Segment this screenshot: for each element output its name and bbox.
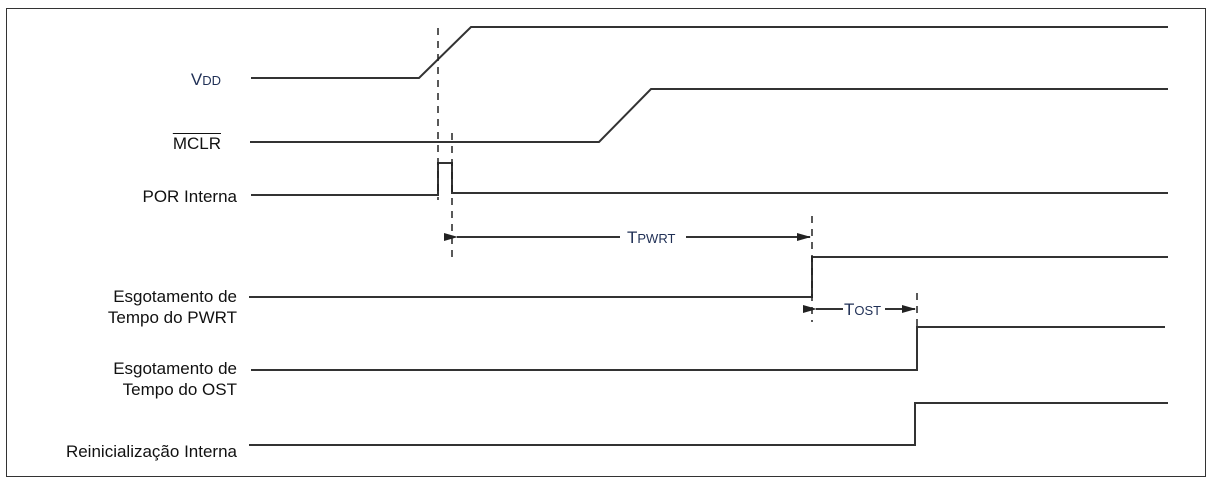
tpwrt-label-sub: PWRT xyxy=(637,231,676,246)
diagram-frame xyxy=(6,8,1206,477)
pwrt-label-line2: Tempo do PWRT xyxy=(107,308,237,327)
pwrt-waveform xyxy=(249,256,1168,298)
signal-label-vdd: VDD xyxy=(191,69,221,91)
mclr-waveform xyxy=(250,88,1168,143)
ost-label-line1: Esgotamento de xyxy=(113,359,237,378)
tost-label-sub: OST xyxy=(854,303,882,318)
por-waveform xyxy=(251,162,1168,196)
signal-label-ost: Esgotamento de Tempo do OST xyxy=(113,358,237,400)
interval-label-tost: TOST xyxy=(844,299,881,321)
signal-label-por: POR Interna xyxy=(142,187,238,206)
ost-label-line2: Tempo do OST xyxy=(122,380,237,399)
signal-label-reset: Reinicialização Interna xyxy=(65,442,237,461)
vdd-waveform xyxy=(251,26,1168,79)
interval-label-tpwrt: TPWRT xyxy=(627,227,675,249)
pwrt-label-line1: Esgotamento de xyxy=(113,287,237,306)
reset-waveform xyxy=(249,402,1168,446)
ost-waveform xyxy=(251,326,1165,371)
tost-label-main: T xyxy=(844,300,855,319)
tpwrt-label-main: T xyxy=(627,228,638,247)
vdd-label-main: V xyxy=(190,70,203,89)
signal-label-mclr: MCLR xyxy=(172,134,221,153)
vdd-label-sub: DD xyxy=(202,73,221,88)
signal-label-pwrt: Esgotamento de Tempo do PWRT xyxy=(108,286,237,328)
